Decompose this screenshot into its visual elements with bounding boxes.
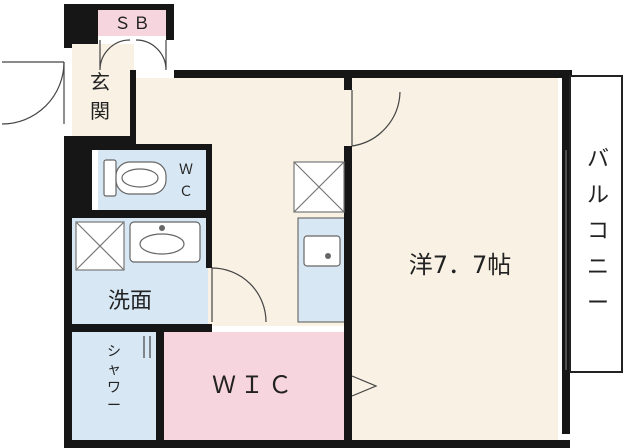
balcony-outline	[565, 75, 623, 373]
balcony-label-3: コ	[587, 219, 609, 244]
sb-label: ＳＢ	[114, 14, 152, 34]
toilet	[103, 159, 167, 197]
fridge-space	[293, 161, 345, 213]
shower-label-3: ワ	[107, 380, 121, 396]
stove	[303, 235, 341, 267]
shower-label-2: ャ	[107, 362, 121, 378]
wic-door-marker	[351, 375, 378, 397]
washroom-door-swing	[211, 267, 267, 323]
wc-label-1: Ｗ	[179, 162, 193, 178]
room-door-swing	[351, 90, 401, 147]
balcony-label-4: ニ	[587, 255, 609, 280]
entrance-floor	[72, 44, 134, 142]
washroom-label: 洗面	[108, 289, 152, 314]
kitchen-unit	[297, 217, 347, 323]
western-room-floor	[350, 78, 558, 440]
balcony-label-2: ル	[587, 183, 609, 208]
shower-label-1: シ	[107, 344, 121, 360]
shower-label-4: ー	[107, 398, 121, 414]
wic-floor	[164, 332, 346, 440]
door-swings	[1, 39, 401, 397]
entrance-label-2: 関	[90, 99, 110, 123]
wic-label: ＷＩＣ	[212, 371, 296, 399]
balcony-label-1: バ	[587, 147, 609, 172]
shower-floor	[72, 332, 160, 440]
sb-door-swing	[99, 39, 167, 71]
wc-label-2: Ｃ	[179, 184, 193, 200]
sb-floor	[96, 10, 166, 36]
labels: ＳＢ 玄 関 Ｗ Ｃ 洗面 シ ャ ワ ー ＷＩＣ 洋7．7帖 バ ル コ ニ …	[90, 14, 609, 414]
sink	[129, 221, 201, 263]
western-room-label: 洋7．7帖	[409, 251, 512, 279]
entrance-door-swing	[1, 61, 65, 125]
balcony-label-5: ー	[587, 291, 609, 316]
shower-door	[143, 336, 151, 358]
washer-space	[75, 221, 125, 271]
entrance-label-1: 玄	[90, 70, 110, 94]
